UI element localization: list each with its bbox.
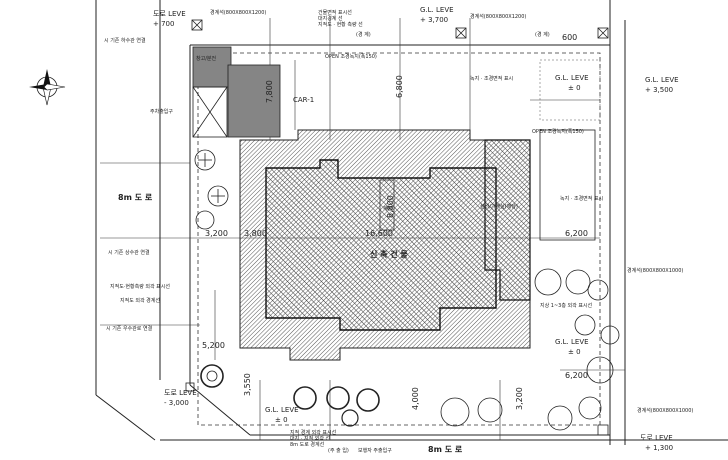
callout-left-3: 지적도·현황측량 외곽 표시선 — [110, 283, 170, 290]
stair-block — [379, 179, 395, 231]
trees — [194, 149, 620, 431]
level-bottom-mid-title: G.L. LEVE — [265, 406, 299, 414]
site-boundary — [95, 0, 728, 445]
level-top-mid-value: + 3,700 — [420, 16, 448, 24]
level-bottom-left-value: - 3,000 — [164, 399, 189, 407]
dim-building-h: 8,800 — [386, 195, 395, 218]
callout-left-1: 시 기존 하수관 연결 — [104, 37, 146, 44]
dim-building-w: 16,600 — [365, 229, 393, 238]
landscape-top-label: 녹지 · 조경면적 표시 — [470, 75, 513, 82]
north-arrow-icon — [29, 69, 66, 106]
callout-left-2: 시 기존 상수관 연결 — [108, 249, 150, 256]
level-top-mid-title: G.L. LEVE — [420, 6, 454, 14]
level-top-left-title: 도로 LEVE — [153, 10, 186, 18]
level-right-value: + 3,500 — [645, 86, 673, 94]
callout-right-3: 경계석(800X800X1000) — [637, 407, 693, 414]
dim-bottom-mid: 4,000 — [411, 387, 420, 410]
parking-area — [227, 64, 281, 138]
main-building-core — [265, 159, 497, 331]
dim-right-low: 6,200 — [565, 371, 588, 380]
boundary-markers — [185, 19, 609, 436]
level-mid-right-value: ± 0 — [568, 84, 581, 92]
road-label-bottom: 8m 도 로 — [428, 445, 463, 454]
dim-top-mid: 6,800 — [395, 75, 404, 98]
annex-label: 설비/기계실(해당) — [480, 203, 518, 210]
callout-top-c: 경계석(800X800X1200) — [470, 13, 526, 20]
callout-gate-mark: (주 출 입) — [328, 447, 349, 454]
setback-line — [197, 52, 601, 426]
dim-mid-w: 3,800 — [244, 229, 267, 238]
callout-left-5: 시 기존 우수관로 연결 — [106, 325, 153, 332]
callout-top-a: 경계석(800X800X1200) — [210, 9, 266, 16]
dim-bottom-left: 3,550 — [243, 373, 252, 396]
storage-block — [192, 46, 232, 88]
level-bottom-mid-value: ± 0 — [275, 416, 288, 424]
dim-bottom-right: 3,200 — [515, 387, 524, 410]
storage-label: 창고/분전 — [196, 55, 216, 62]
level-right-title: G.L. LEVE — [645, 76, 679, 84]
level-bottom-right-value: + 1,300 — [645, 444, 673, 452]
callout-left-4: 지적도 외곽 경계선 — [120, 297, 160, 304]
callout-boundary-mark-1: (경 계) — [356, 31, 371, 38]
parking-entry-label: 주차출입구 — [150, 108, 173, 115]
landscape-right-label: 녹지 · 조경면적 표시 — [560, 195, 603, 202]
dim-top-gap: 600 — [562, 33, 577, 42]
landscape-area-right — [539, 129, 596, 241]
level-bottom-right-title: 도로 LEVE — [640, 434, 673, 442]
building-label: 신 축 건 물 — [370, 249, 408, 259]
level-low-right-value: ± 0 — [568, 348, 581, 356]
annex-block — [484, 139, 531, 301]
level-low-right-title: G.L. LEVE — [555, 338, 589, 346]
pedestrian-entry-label: 보행자 주출입구 — [358, 447, 392, 454]
dim-right-w: 6,200 — [565, 229, 588, 238]
dim-left-low: 5,200 — [202, 341, 225, 350]
callout-boundary-mark-2: (경 계) — [535, 31, 550, 38]
dim-left-w: 3,200 — [205, 229, 228, 238]
level-bottom-left-title: 도로 LEVE — [164, 389, 197, 397]
level-top-left-value: + 700 — [153, 20, 174, 28]
road-label-left: 8m 도 로 — [118, 193, 153, 202]
callout-right-1: 경계석(800X800X1000) — [627, 267, 683, 274]
parking-label: CAR-1 — [293, 96, 314, 104]
open-right-label: OPEN 조경녹지(폭150) — [532, 128, 584, 135]
dim-top-left: 7,800 — [265, 80, 274, 103]
open-top-label: OPEN 조경녹지(폭150) — [325, 53, 377, 60]
stair-label: 계단 — [383, 205, 393, 212]
callout-right-2: 지상 1~3층 외곽 표시선 — [540, 302, 593, 309]
landscape-area-top — [539, 59, 601, 121]
level-mid-right-title: G.L. LEVE — [555, 74, 589, 82]
